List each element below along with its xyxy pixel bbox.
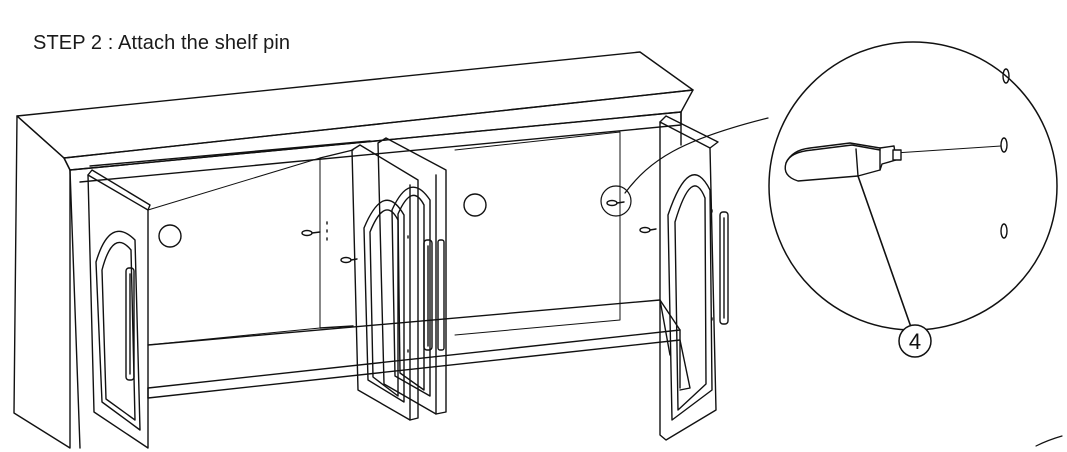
door-left-outer: [87, 169, 151, 449]
shelf-pin-icon: [784, 142, 902, 182]
detail-magnifier: [768, 41, 1058, 331]
detail-leader-line: [624, 117, 769, 194]
step-title: STEP 2 : Attach the shelf pin: [33, 32, 291, 54]
door-center-right: [377, 137, 447, 415]
door-right-outer: [659, 115, 729, 441]
callout-part-4-label: 4: [909, 329, 921, 354]
corner-mark: [1035, 435, 1063, 447]
cabinet-body: [13, 51, 694, 449]
door-center-left: [351, 144, 433, 421]
callout-part-4: 4: [898, 324, 932, 358]
